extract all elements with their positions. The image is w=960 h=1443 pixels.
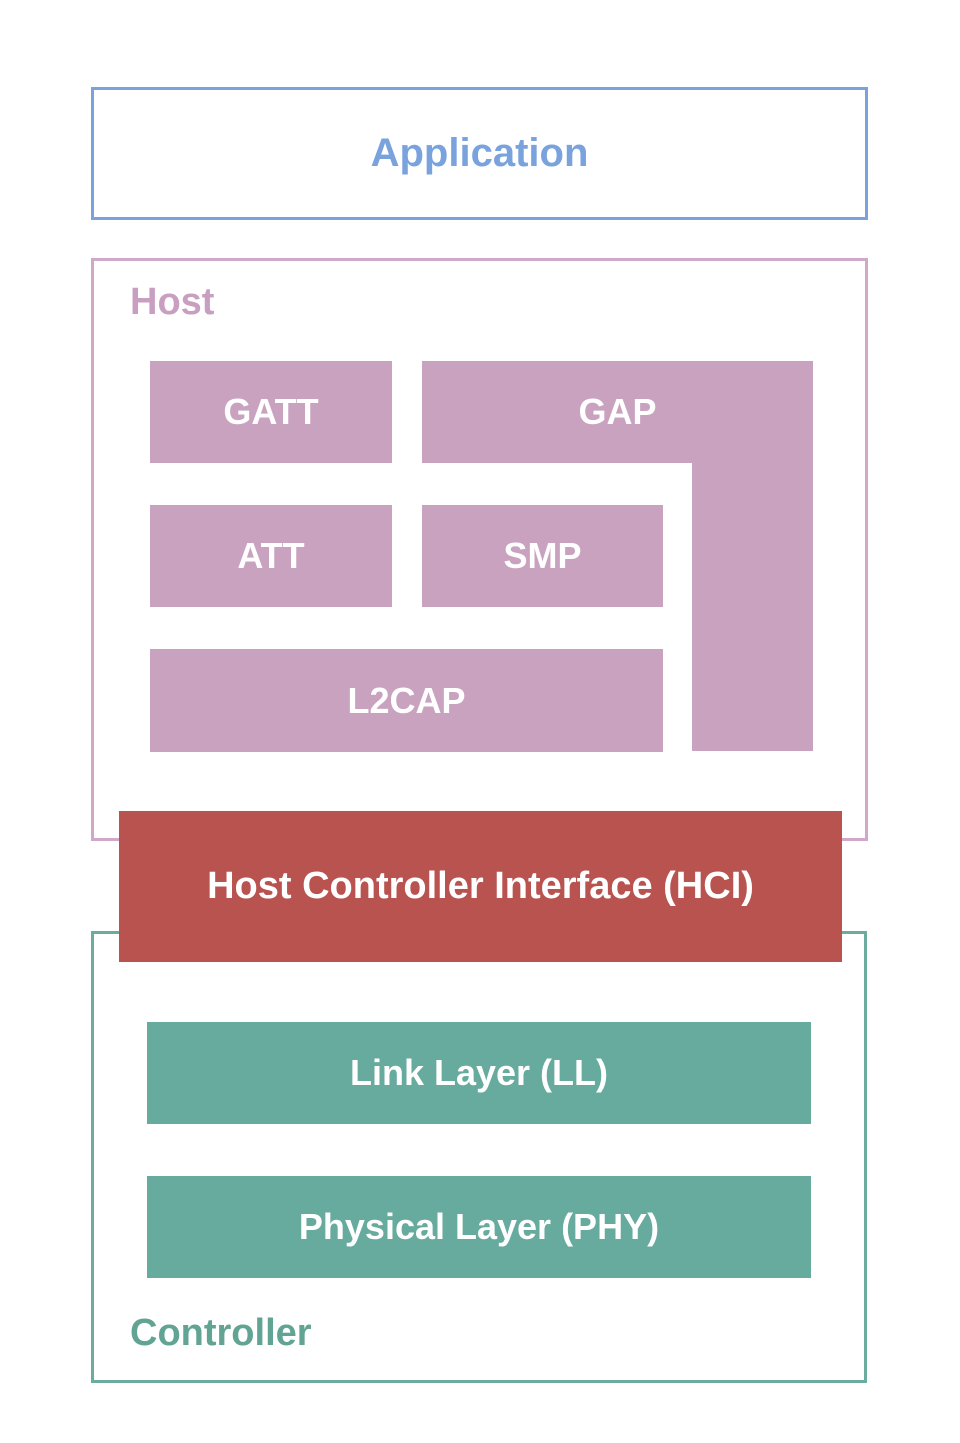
- application-label: Application: [370, 131, 589, 175]
- l2cap-block: L2CAP: [150, 649, 663, 752]
- hci-block: Host Controller Interface (HCI): [119, 811, 842, 962]
- att-block: ATT: [150, 505, 392, 607]
- gatt-block: GATT: [150, 361, 392, 463]
- smp-block: SMP: [422, 505, 663, 607]
- application-box: Application: [91, 87, 868, 220]
- controller-label: Controller: [130, 1312, 312, 1354]
- physical-layer-block: Physical Layer (PHY): [147, 1176, 811, 1278]
- link-layer-block: Link Layer (LL): [147, 1022, 811, 1124]
- host-label: Host: [130, 281, 215, 323]
- gap-block-extension: [692, 361, 813, 751]
